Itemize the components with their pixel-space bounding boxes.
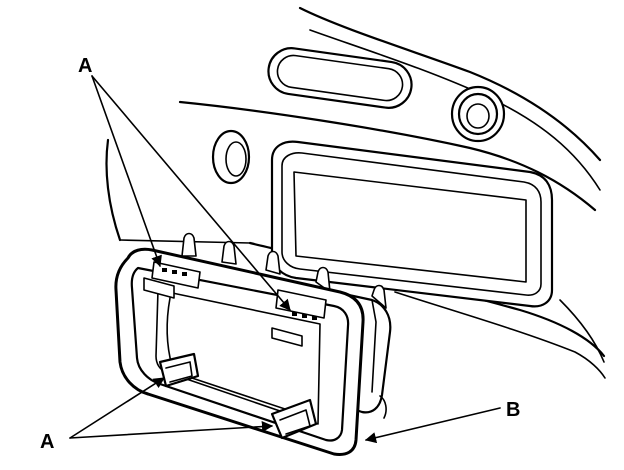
light-housing [114,232,392,456]
top-tabs [143,261,327,347]
rubber-stop [211,129,251,185]
license-plate-recess [270,140,554,308]
callout-leaders [69,75,501,444]
callout-label-b: B [506,399,520,421]
bottom-tabs [158,352,318,440]
retaining-clips [181,232,387,309]
lock-cylinder [450,85,506,143]
callout-label-a-bottom: A [40,431,54,453]
callout-label-a-top: A [78,55,92,77]
rear-handle [267,47,413,109]
